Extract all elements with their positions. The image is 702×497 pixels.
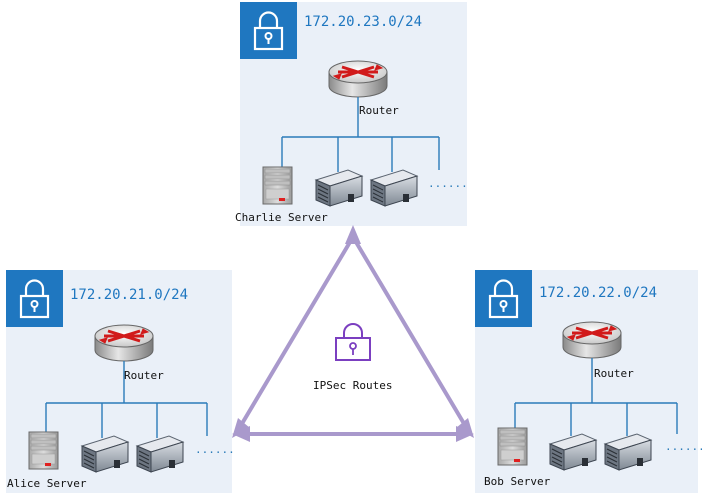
lock-badge-charlie xyxy=(240,2,297,59)
vpn-lock-icon xyxy=(335,323,371,361)
rack-server-icon xyxy=(549,433,597,471)
more-devices-alice: ...... xyxy=(195,443,235,456)
server-label-charlie: Charlie Server xyxy=(235,211,328,224)
lock-icon xyxy=(253,11,284,51)
rack-server-icon xyxy=(315,169,363,207)
ipsec-links xyxy=(232,225,474,442)
lock-badge-bob xyxy=(475,270,532,327)
alice-network xyxy=(28,323,208,473)
subnet-label-alice: 172.20.21.0/24 xyxy=(70,287,189,303)
router-label-alice: Router xyxy=(124,369,164,382)
charlie-network xyxy=(262,59,440,207)
router-icon xyxy=(561,320,623,360)
rack-server-icon xyxy=(604,433,652,471)
lock-icon xyxy=(488,279,519,319)
ipsec-routes-label: IPSec Routes xyxy=(313,379,393,392)
subnet-label-bob: 172.20.22.0/24 xyxy=(539,285,658,301)
rack-server-icon xyxy=(136,435,184,473)
rack-server-icon xyxy=(370,169,418,207)
more-devices-bob: ...... xyxy=(665,440,702,453)
router-icon xyxy=(327,59,389,99)
router-label-bob: Router xyxy=(594,367,634,380)
tower-server-icon xyxy=(28,431,59,470)
lock-badge-alice xyxy=(6,270,63,327)
rack-server-icon xyxy=(81,435,129,473)
tower-server-icon xyxy=(497,427,528,466)
server-label-alice: Alice Server xyxy=(7,477,87,490)
server-label-bob: Bob Server xyxy=(484,475,551,488)
lock-icon xyxy=(19,279,50,319)
bob-network xyxy=(497,320,678,471)
router-label-charlie: Router xyxy=(359,104,399,117)
router-icon xyxy=(93,323,155,363)
more-devices-charlie: ...... xyxy=(428,177,468,190)
tower-server-icon xyxy=(262,166,293,205)
subnet-label-charlie: 172.20.23.0/24 xyxy=(304,14,423,30)
